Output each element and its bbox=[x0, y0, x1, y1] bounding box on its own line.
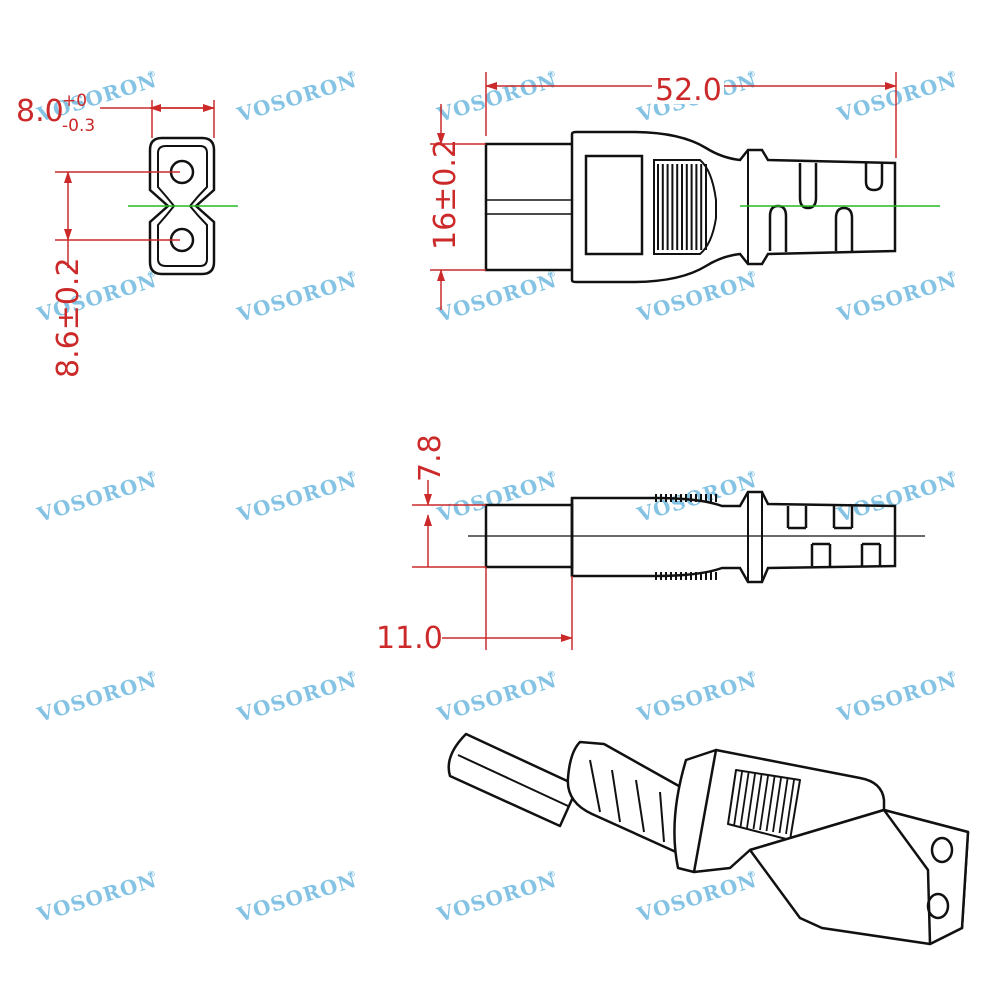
front-dimensions bbox=[55, 100, 215, 268]
svg-text:®: ® bbox=[346, 69, 358, 81]
top-strain-slot-3 bbox=[768, 204, 788, 252]
svg-text:VOSORON: VOSORON bbox=[233, 668, 359, 727]
side-strain-slot-1 bbox=[786, 506, 808, 530]
socket-width-tol-lower: -0.3 bbox=[62, 116, 95, 136]
svg-text:VOSORON: VOSORON bbox=[233, 68, 359, 127]
isometric-view bbox=[447, 732, 970, 946]
svg-text:VOSORON: VOSORON bbox=[33, 668, 159, 727]
watermark-text: VOSORON® bbox=[233, 468, 359, 527]
svg-text:VOSORON: VOSORON bbox=[833, 268, 959, 327]
top-strain-slot-2 bbox=[864, 163, 884, 192]
pin-spacing-label: 8.6±0.2 bbox=[51, 257, 86, 378]
svg-text:®: ® bbox=[746, 669, 758, 681]
watermark-text: VOSORON® bbox=[433, 68, 559, 127]
watermark-text: VOSORON® bbox=[833, 68, 959, 127]
socket-width-tol-upper: +0 bbox=[62, 91, 87, 111]
side-body-outline bbox=[570, 490, 897, 584]
top-label-plate bbox=[584, 154, 644, 256]
svg-text:®: ® bbox=[746, 69, 758, 81]
svg-text:®: ® bbox=[346, 869, 358, 881]
watermark-text: VOSORON® bbox=[633, 668, 759, 727]
svg-text:VOSORON: VOSORON bbox=[433, 468, 559, 527]
side-strain-slot-2 bbox=[832, 506, 854, 530]
watermark-text: VOSORON® bbox=[633, 868, 759, 927]
iso-strain-relief bbox=[566, 740, 688, 854]
side-dimensions bbox=[412, 480, 573, 650]
svg-text:®: ® bbox=[346, 469, 358, 481]
svg-text:®: ® bbox=[946, 69, 958, 81]
svg-text:VOSORON: VOSORON bbox=[433, 268, 559, 327]
socket-face-outline bbox=[148, 136, 216, 276]
svg-text:®: ® bbox=[146, 869, 158, 881]
svg-text:VOSORON: VOSORON bbox=[33, 868, 159, 927]
top-view bbox=[484, 130, 897, 284]
socket-width-label: 8.0 bbox=[16, 94, 64, 129]
body-thickness-label: 7.8 bbox=[413, 434, 448, 482]
iso-pin-hole-bottom bbox=[926, 892, 950, 920]
watermark-text: VOSORON® bbox=[33, 868, 159, 927]
svg-text:®: ® bbox=[746, 469, 758, 481]
watermark-text: VOSORON® bbox=[33, 468, 159, 527]
svg-text:®: ® bbox=[346, 669, 358, 681]
svg-text:VOSORON: VOSORON bbox=[233, 868, 359, 927]
total-length-label: 52.0 bbox=[655, 73, 722, 108]
watermark-text: VOSORON® bbox=[233, 68, 359, 127]
svg-text:VOSORON: VOSORON bbox=[433, 68, 559, 127]
svg-text:VOSORON: VOSORON bbox=[833, 668, 959, 727]
svg-text:®: ® bbox=[546, 269, 558, 281]
svg-text:VOSORON: VOSORON bbox=[233, 468, 359, 527]
iso-pin-hole-top bbox=[930, 836, 954, 864]
svg-text:®: ® bbox=[746, 869, 758, 881]
watermark-text: VOSORON® bbox=[433, 868, 559, 927]
svg-text:®: ® bbox=[546, 69, 558, 81]
watermark-text: VOSORON® bbox=[433, 268, 559, 327]
svg-text:®: ® bbox=[946, 469, 958, 481]
svg-text:®: ® bbox=[146, 69, 158, 81]
watermark-text: VOSORON® bbox=[233, 868, 359, 927]
length-label-bg bbox=[652, 70, 724, 104]
svg-text:®: ® bbox=[146, 269, 158, 281]
svg-text:®: ® bbox=[946, 669, 958, 681]
watermark-text: VOSORON® bbox=[433, 468, 559, 527]
svg-text:VOSORON: VOSORON bbox=[33, 468, 159, 527]
watermark-text: VOSORON® bbox=[433, 668, 559, 727]
watermark-text: VOSORON® bbox=[833, 268, 959, 327]
svg-text:VOSORON: VOSORON bbox=[233, 268, 359, 327]
iso-grip-ribs bbox=[733, 771, 795, 835]
svg-text:®: ® bbox=[746, 269, 758, 281]
top-grip-ribs bbox=[657, 164, 707, 250]
body-height-label: 16±0.2 bbox=[428, 139, 463, 250]
top-strain-slot-1 bbox=[798, 163, 818, 210]
socket-face-inner bbox=[157, 145, 208, 267]
svg-text:®: ® bbox=[546, 469, 558, 481]
watermark-text: VOSORON® bbox=[233, 668, 359, 727]
svg-text:VOSORON: VOSORON bbox=[633, 668, 759, 727]
svg-text:VOSORON: VOSORON bbox=[433, 668, 559, 727]
head-length-label: 11.0 bbox=[376, 621, 443, 656]
watermark-text: VOSORON® bbox=[833, 668, 959, 727]
svg-text:®: ® bbox=[146, 669, 158, 681]
top-strain-slot-4 bbox=[834, 206, 854, 251]
svg-text:®: ® bbox=[546, 669, 558, 681]
svg-text:®: ® bbox=[146, 469, 158, 481]
watermark-text: VOSORON® bbox=[633, 268, 759, 327]
side-strain-slot-3 bbox=[810, 542, 832, 566]
watermark-text: VOSORON® bbox=[233, 268, 359, 327]
watermark-text: VOSORON® bbox=[33, 668, 159, 727]
svg-text:VOSORON: VOSORON bbox=[633, 268, 759, 327]
svg-text:VOSORON: VOSORON bbox=[433, 868, 559, 927]
side-grip-ribs bbox=[655, 494, 717, 580]
svg-text:®: ® bbox=[346, 269, 358, 281]
svg-text:VOSORON: VOSORON bbox=[633, 868, 759, 927]
svg-text:®: ® bbox=[546, 869, 558, 881]
top-connector-head bbox=[484, 142, 572, 272]
side-strain-slot-4 bbox=[860, 542, 882, 566]
top-body-outline bbox=[570, 130, 897, 284]
svg-text:®: ® bbox=[946, 269, 958, 281]
